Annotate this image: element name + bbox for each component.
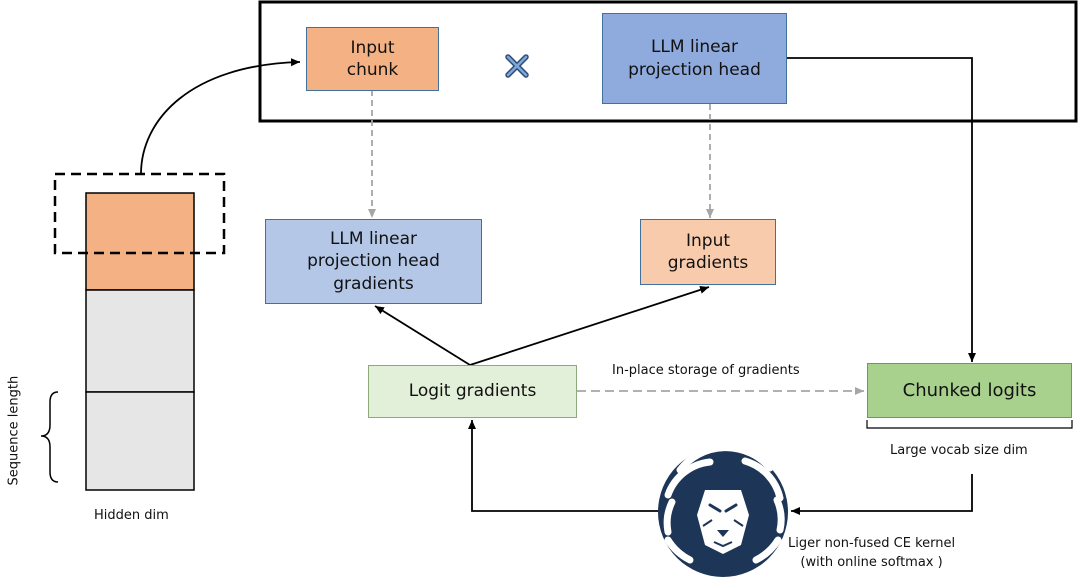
head-gradients-line: gradients bbox=[333, 273, 414, 294]
chunked-logits-label: Chunked logits bbox=[902, 379, 1037, 401]
sequence-length-label: Sequence length bbox=[6, 375, 22, 486]
arrow-chunk-to-input bbox=[140, 58, 301, 175]
large-vocab-label: Large vocab size dim bbox=[890, 443, 1028, 458]
arrow-kernel-to-logit-gradients bbox=[468, 420, 659, 512]
seq-chunk bbox=[85, 391, 195, 491]
input-gradients-box: Input gradients bbox=[640, 219, 776, 285]
sequence-brace bbox=[40, 391, 59, 483]
kernel-label: Liger non-fused CE kernel (with online s… bbox=[788, 535, 955, 573]
input-chunk-line: Input bbox=[350, 37, 395, 58]
head-gradients-box: LLM linear projection head gradients bbox=[265, 219, 482, 304]
kernel-label-line: Liger non-fused CE kernel bbox=[788, 536, 956, 551]
arrow-logit-to-head-gradients bbox=[374, 305, 471, 366]
arrow-logit-to-input-gradients bbox=[469, 285, 710, 366]
top-container bbox=[258, 0, 1078, 123]
vocab-brace bbox=[866, 420, 1073, 429]
hidden-dim-label: Hidden dim bbox=[94, 508, 169, 523]
selected-chunk-outline bbox=[53, 172, 226, 255]
logit-gradients-box: Logit gradients bbox=[368, 365, 577, 418]
llm-head-line: LLM linear bbox=[650, 37, 739, 58]
input-chunk-box: Input chunk bbox=[306, 27, 439, 91]
seq-chunk-active bbox=[85, 192, 195, 291]
kernel-label-line: (with online softmax ) bbox=[800, 554, 943, 570]
head-gradients-line: projection head bbox=[307, 251, 440, 272]
input-chunk-line: chunk bbox=[346, 60, 399, 80]
liger-tiger-logo-icon bbox=[658, 444, 788, 577]
multiply-icon bbox=[505, 54, 529, 78]
input-gradients-line: Input bbox=[685, 230, 731, 251]
seq-chunk bbox=[85, 289, 195, 393]
input-gradients-line: gradients bbox=[667, 253, 749, 273]
llm-head-line: projection head bbox=[628, 59, 761, 80]
llm-head-box: LLM linear projection head bbox=[602, 13, 787, 104]
inplace-storage-label: In-place storage of gradients bbox=[612, 363, 800, 378]
head-gradients-line: LLM linear bbox=[329, 229, 418, 250]
arrow-vocab-to-kernel bbox=[791, 474, 973, 515]
logit-gradients-label: Logit gradients bbox=[408, 381, 537, 402]
chunked-logits-box: Chunked logits bbox=[867, 363, 1072, 418]
arrow-head-to-chunked-logits bbox=[787, 57, 976, 362]
